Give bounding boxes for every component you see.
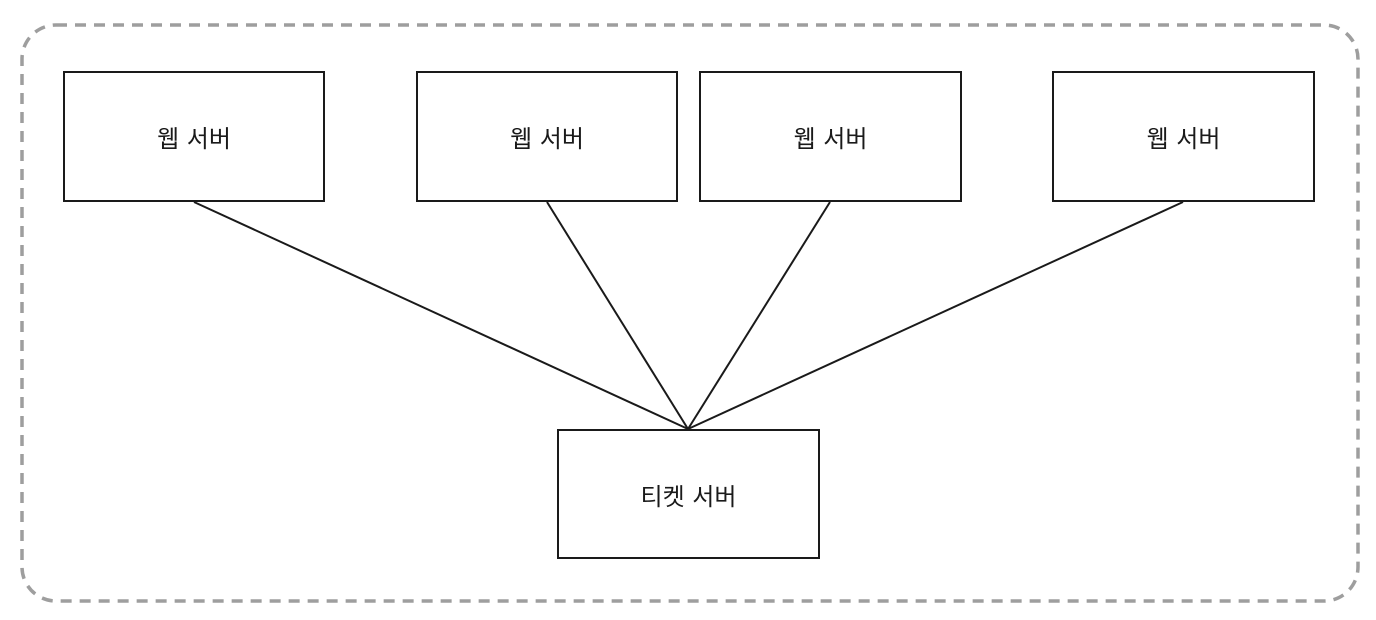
web-server-node-1: 웹 서버 (63, 71, 325, 202)
web-server-label: 웹 서버 (157, 125, 231, 153)
ticket-server-label: 티켓 서버 (640, 482, 737, 511)
web-server-node-3: 웹 서버 (699, 71, 962, 202)
web-server-node-2: 웹 서버 (416, 71, 678, 202)
web-server-label: 웹 서버 (793, 125, 868, 153)
connector-web-3-ticket (687, 201, 831, 430)
web-server-label: 웹 서버 (1146, 125, 1221, 153)
web-server-label: 웹 서버 (510, 125, 584, 153)
connector-web-4-ticket (687, 201, 1184, 430)
connector-web-1-ticket (193, 201, 689, 430)
web-server-node-4: 웹 서버 (1052, 71, 1315, 202)
connector-web-2-ticket (546, 201, 689, 430)
container-boundary (20, 23, 1360, 603)
ticket-server-node: 티켓 서버 (557, 429, 820, 559)
